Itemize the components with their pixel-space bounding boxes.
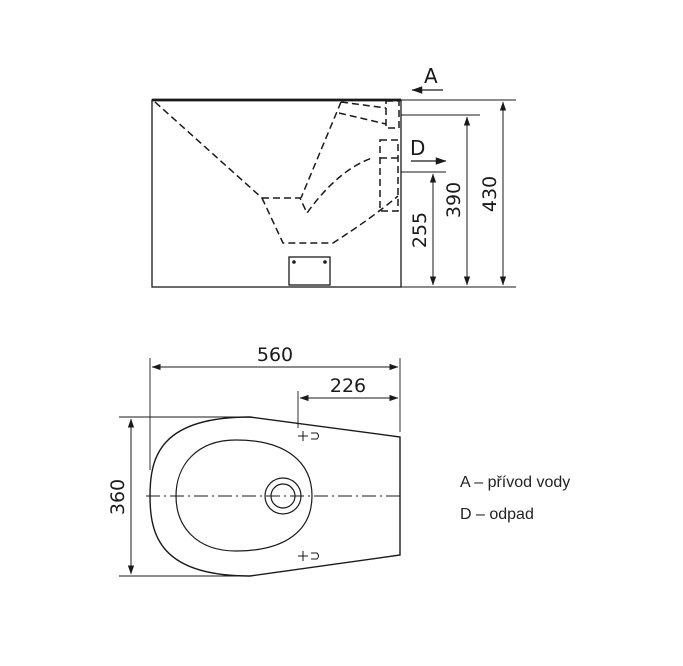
outlet-fitting (379, 139, 399, 212)
hatch-screw (323, 260, 327, 264)
bowl-trap-lower (261, 195, 399, 244)
side-extension-lines (401, 99, 516, 288)
inlet-pipe (338, 101, 387, 125)
label-d: D (410, 136, 425, 160)
service-hatch (288, 256, 331, 286)
dim-text-226: 226 (330, 375, 366, 397)
inlet-fitting (385, 100, 400, 129)
top-view-outline (149, 416, 401, 577)
dim-text-360: 360 (107, 479, 129, 515)
bowl-left-wall (154, 101, 263, 199)
bowl-rear-wall (300, 101, 342, 199)
bowl-opening (175, 439, 313, 552)
side-view-body-outline (151, 99, 402, 288)
fixing-symbol (298, 431, 319, 441)
dim-text-430: 430 (479, 176, 501, 212)
fixing-symbol (298, 551, 319, 561)
side-view (151, 86, 516, 288)
legend-item-a: A – přívod vody (460, 474, 571, 491)
label-a: A (424, 64, 438, 88)
dim-text-390: 390 (443, 182, 465, 218)
top-view (119, 358, 404, 577)
top-extension-lines (119, 358, 401, 577)
hidden-bowl-lines (154, 100, 400, 244)
hatch-screw (292, 260, 296, 264)
dim-text-560: 560 (257, 344, 293, 366)
dim-text-255: 255 (409, 212, 431, 248)
legend-item-d: D – odpad (460, 506, 534, 523)
bowl-trap-upper (262, 157, 373, 215)
